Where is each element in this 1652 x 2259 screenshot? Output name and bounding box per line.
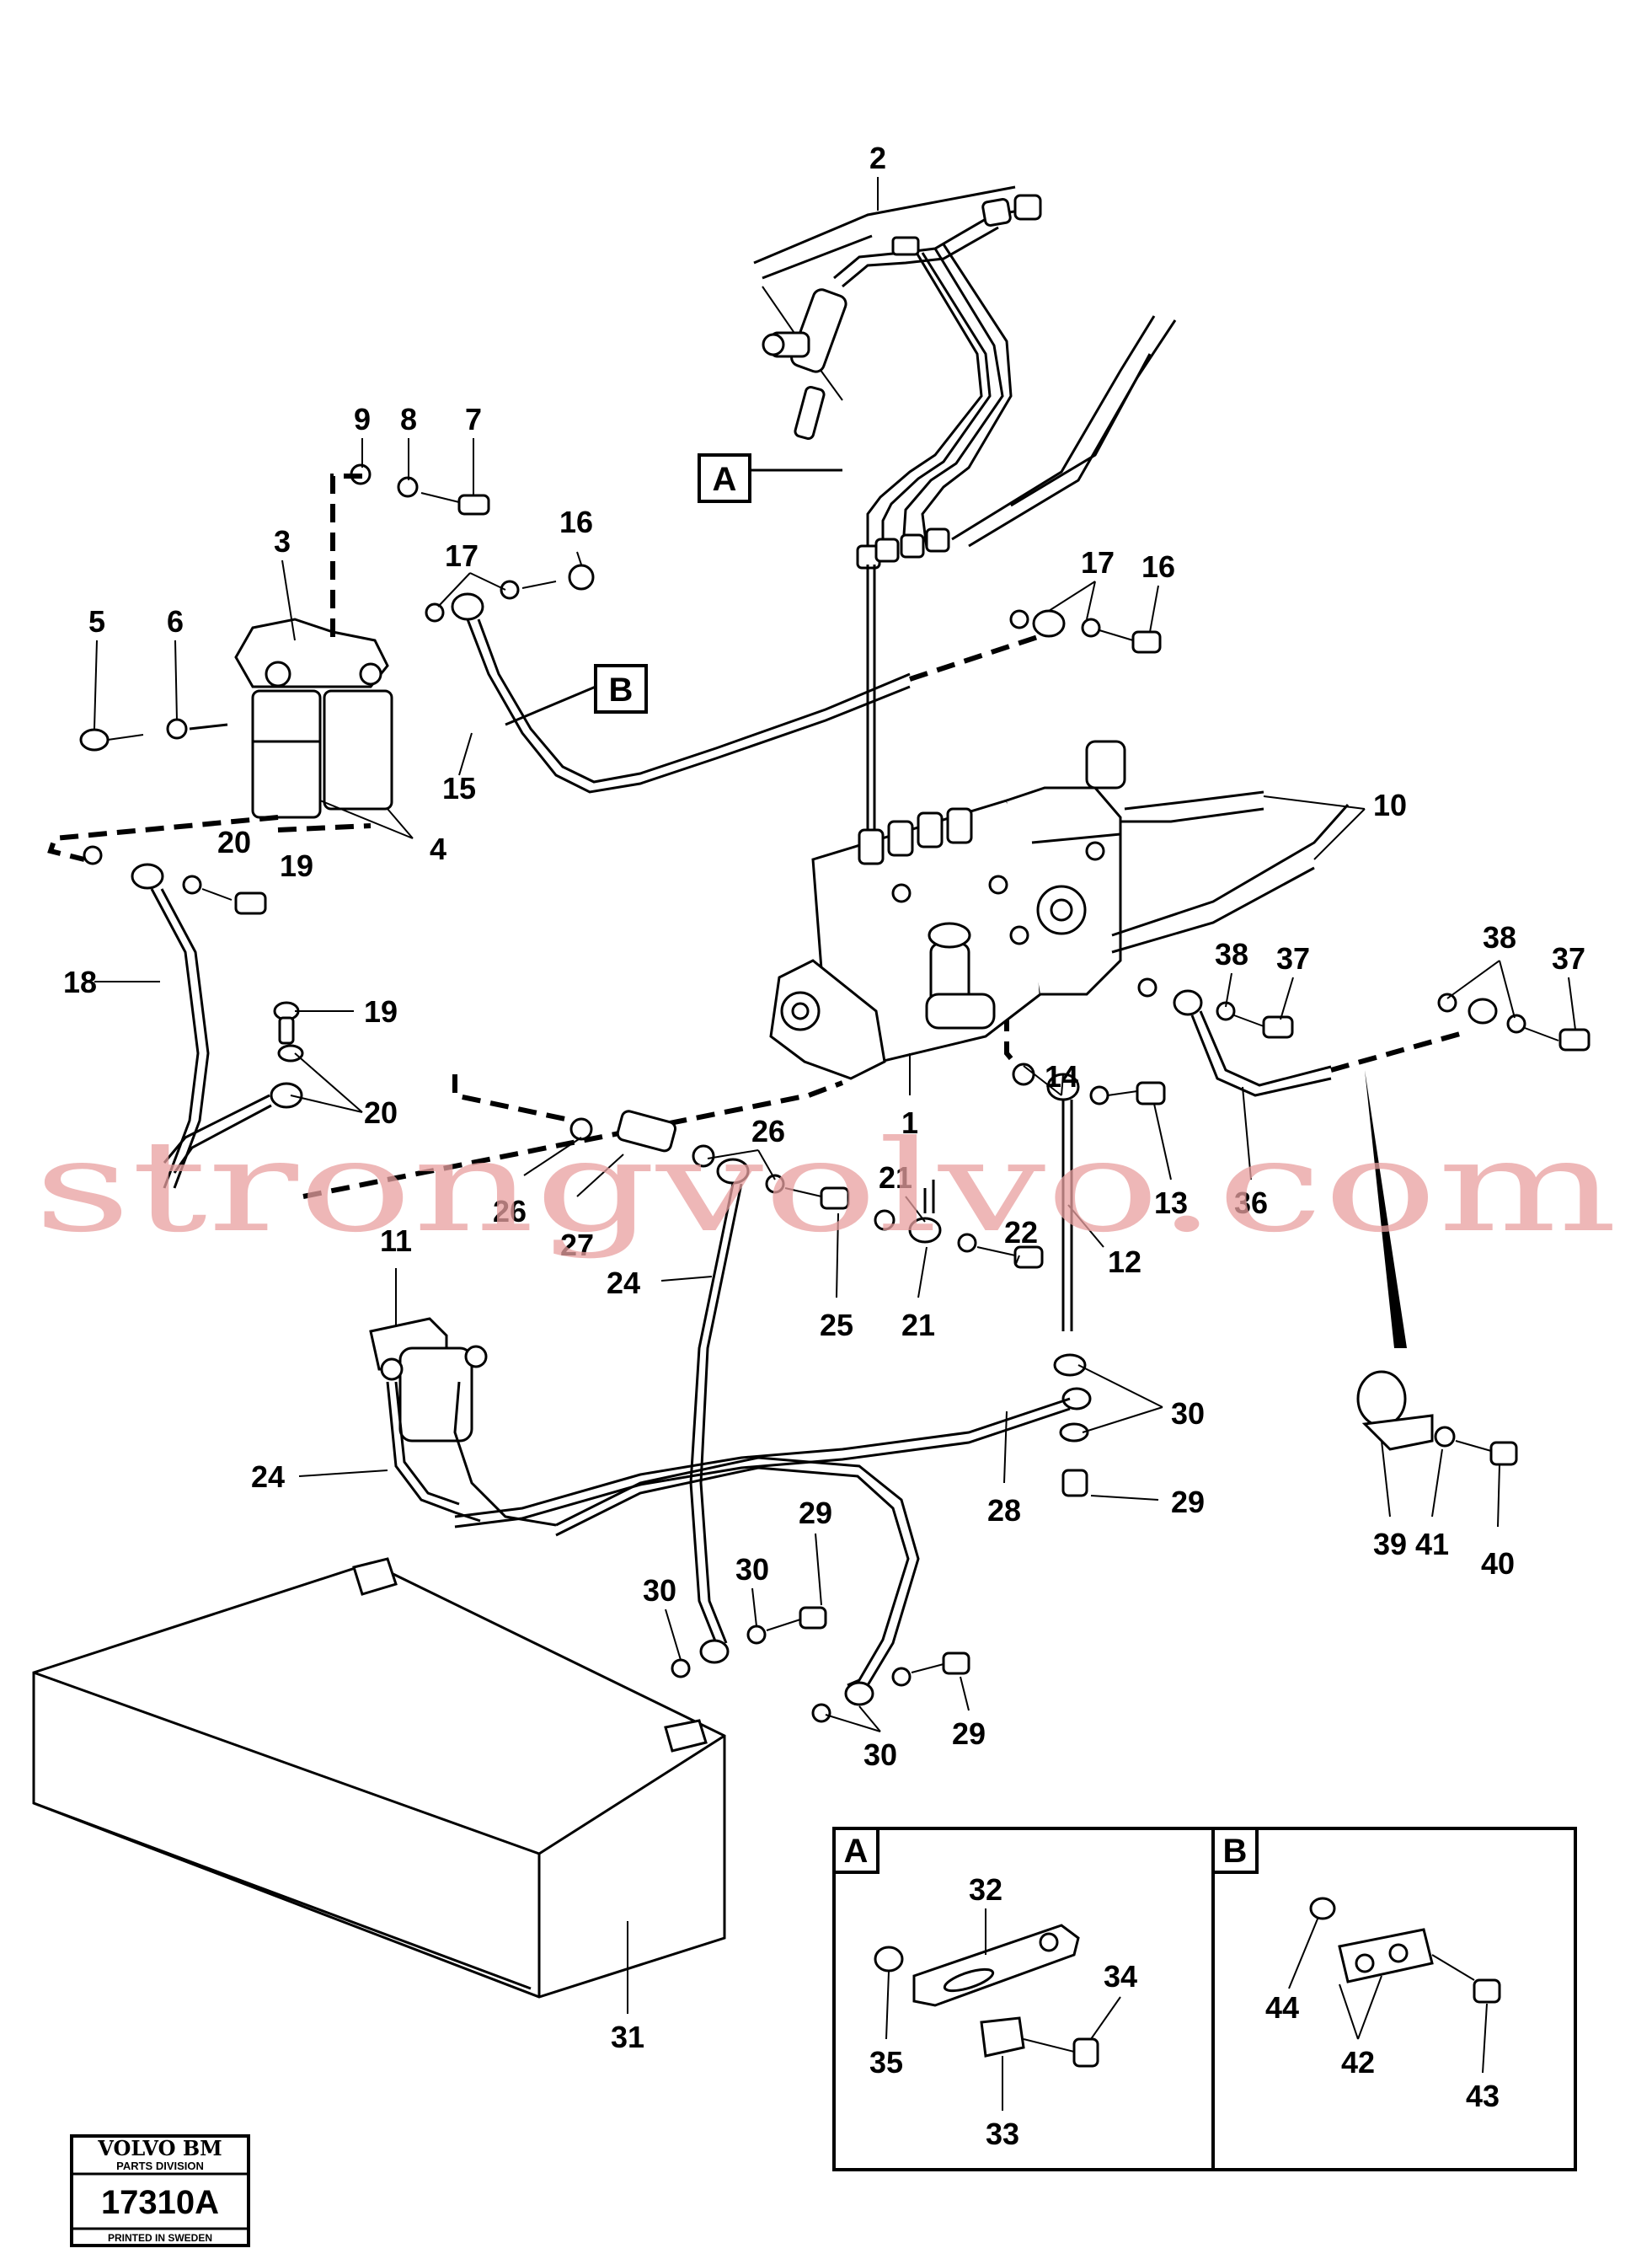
- callout-17-left: 17: [445, 538, 478, 573]
- callout-36: 36: [1234, 1186, 1268, 1220]
- top-filter-fasteners: [330, 463, 490, 640]
- callout-20-mid: 20: [364, 1095, 398, 1130]
- callout-3: 3: [274, 524, 291, 559]
- callout-44: 44: [1265, 1990, 1299, 2025]
- dashed-supply-line: [47, 815, 279, 862]
- callout-22: 22: [1004, 1215, 1038, 1250]
- pipe-18: [83, 845, 304, 1189]
- callout-14: 14: [1045, 1059, 1078, 1094]
- callout-10: 10: [1373, 788, 1407, 822]
- callout-29-mid: 29: [799, 1496, 832, 1530]
- callout-18: 18: [63, 965, 97, 999]
- callout-24-top: 24: [607, 1266, 640, 1300]
- ref-box-a-label: A: [713, 461, 737, 498]
- callout-38-right: 38: [1483, 920, 1516, 955]
- leak-off-pipe-10b: [1111, 866, 1315, 954]
- callout-labels: 2 3 9 8 7 16 17 5 6 15 4 17 16 10 20 19 …: [63, 141, 1585, 2151]
- dashed-pump-feed-2: [452, 1074, 574, 1123]
- callout-24-bottom: 24: [251, 1459, 285, 1494]
- callout-39: 39: [1373, 1527, 1407, 1561]
- callout-15: 15: [442, 771, 476, 806]
- callout-11: 11: [380, 1223, 412, 1258]
- fitting-21: [874, 1180, 1044, 1269]
- callout-26-left: 26: [493, 1194, 527, 1229]
- callout-26-right: 26: [751, 1114, 785, 1148]
- callout-2: 2: [869, 141, 886, 175]
- pipe-24: [569, 1110, 850, 1644]
- watermark-text: strongvolvo.com: [34, 1114, 1617, 1261]
- callout-42: 42: [1341, 2045, 1375, 2080]
- callout-9: 9: [354, 402, 371, 436]
- callout-43: 43: [1466, 2079, 1500, 2113]
- dashed-supply-line-2: [277, 823, 372, 832]
- water-separator-11: [369, 1317, 557, 1527]
- callout-41: 41: [1415, 1527, 1449, 1561]
- callout-38-left: 38: [1215, 937, 1248, 972]
- ref-box-a: A: [698, 453, 842, 503]
- callout-25: 25: [820, 1308, 853, 1342]
- callout-1: 1: [901, 1105, 918, 1140]
- callout-16-right: 16: [1141, 549, 1175, 584]
- callout-21-top: 21: [879, 1160, 912, 1195]
- stamp-brand: VOLVO BM: [97, 2136, 222, 2160]
- filter-fasteners: [79, 718, 228, 752]
- leak-off-pipe-10: [1111, 804, 1350, 937]
- callout-6: 6: [167, 604, 184, 639]
- callout-29-lower: 29: [952, 1716, 986, 1751]
- callout-30-left: 30: [643, 1573, 676, 1608]
- callout-16-top: 16: [559, 505, 593, 539]
- stamp-number: 17310A: [101, 2184, 219, 2221]
- stamp-printed: PRINTED IN SWEDEN: [108, 2232, 212, 2244]
- callout-8: 8: [400, 402, 417, 436]
- callout-5: 5: [88, 604, 105, 639]
- pipe-36: [1137, 977, 1591, 1097]
- injection-pump: [769, 740, 1264, 1080]
- fuel-filter-assembly: [234, 618, 393, 819]
- ref-box-b: B: [505, 664, 648, 726]
- callout-40: 40: [1481, 1546, 1515, 1581]
- callout-28: 28: [987, 1493, 1021, 1528]
- callout-30-lower: 30: [863, 1737, 897, 1772]
- callout-17-right: 17: [1081, 545, 1115, 580]
- callout-34: 34: [1104, 1959, 1137, 1994]
- callout-35: 35: [869, 2045, 903, 2080]
- callout-37-left: 37: [1276, 941, 1310, 976]
- stamp-division: PARTS DIVISION: [116, 2160, 204, 2172]
- callout-27: 27: [560, 1228, 594, 1262]
- callout-29-right: 29: [1171, 1485, 1205, 1519]
- callout-30-mid: 30: [735, 1552, 769, 1587]
- leader-lines: [94, 177, 1576, 2111]
- callout-4: 4: [430, 832, 446, 866]
- detail-panels: A B: [832, 1827, 1577, 2171]
- callout-33: 33: [986, 2117, 1019, 2151]
- fuel-tank-31: [32, 1557, 726, 1999]
- callout-30-right: 30: [1171, 1396, 1205, 1431]
- ref-box-b-label: B: [609, 672, 634, 709]
- callout-7: 7: [465, 402, 482, 436]
- injector-and-delivery-pipes: [753, 185, 1177, 834]
- tank-return-pipes: [555, 1456, 970, 1723]
- parts-stamp: VOLVO BM PARTS DIVISION 17310A PRINTED I…: [70, 2134, 250, 2247]
- callout-12: 12: [1108, 1245, 1141, 1279]
- detail-panel-b-label: B: [1223, 1833, 1248, 1870]
- detail-panel-a-label: A: [844, 1833, 869, 1870]
- callout-19-top: 19: [280, 848, 313, 883]
- callout-19-mid: 19: [364, 994, 398, 1029]
- callout-31: 31: [611, 2020, 644, 2054]
- return-pipe-15: [425, 564, 1162, 794]
- callout-37-right: 37: [1552, 941, 1585, 976]
- callout-21-bottom: 21: [901, 1308, 935, 1342]
- callout-13: 13: [1154, 1186, 1188, 1220]
- callout-20-top: 20: [217, 825, 251, 859]
- callout-32: 32: [969, 1872, 1002, 1907]
